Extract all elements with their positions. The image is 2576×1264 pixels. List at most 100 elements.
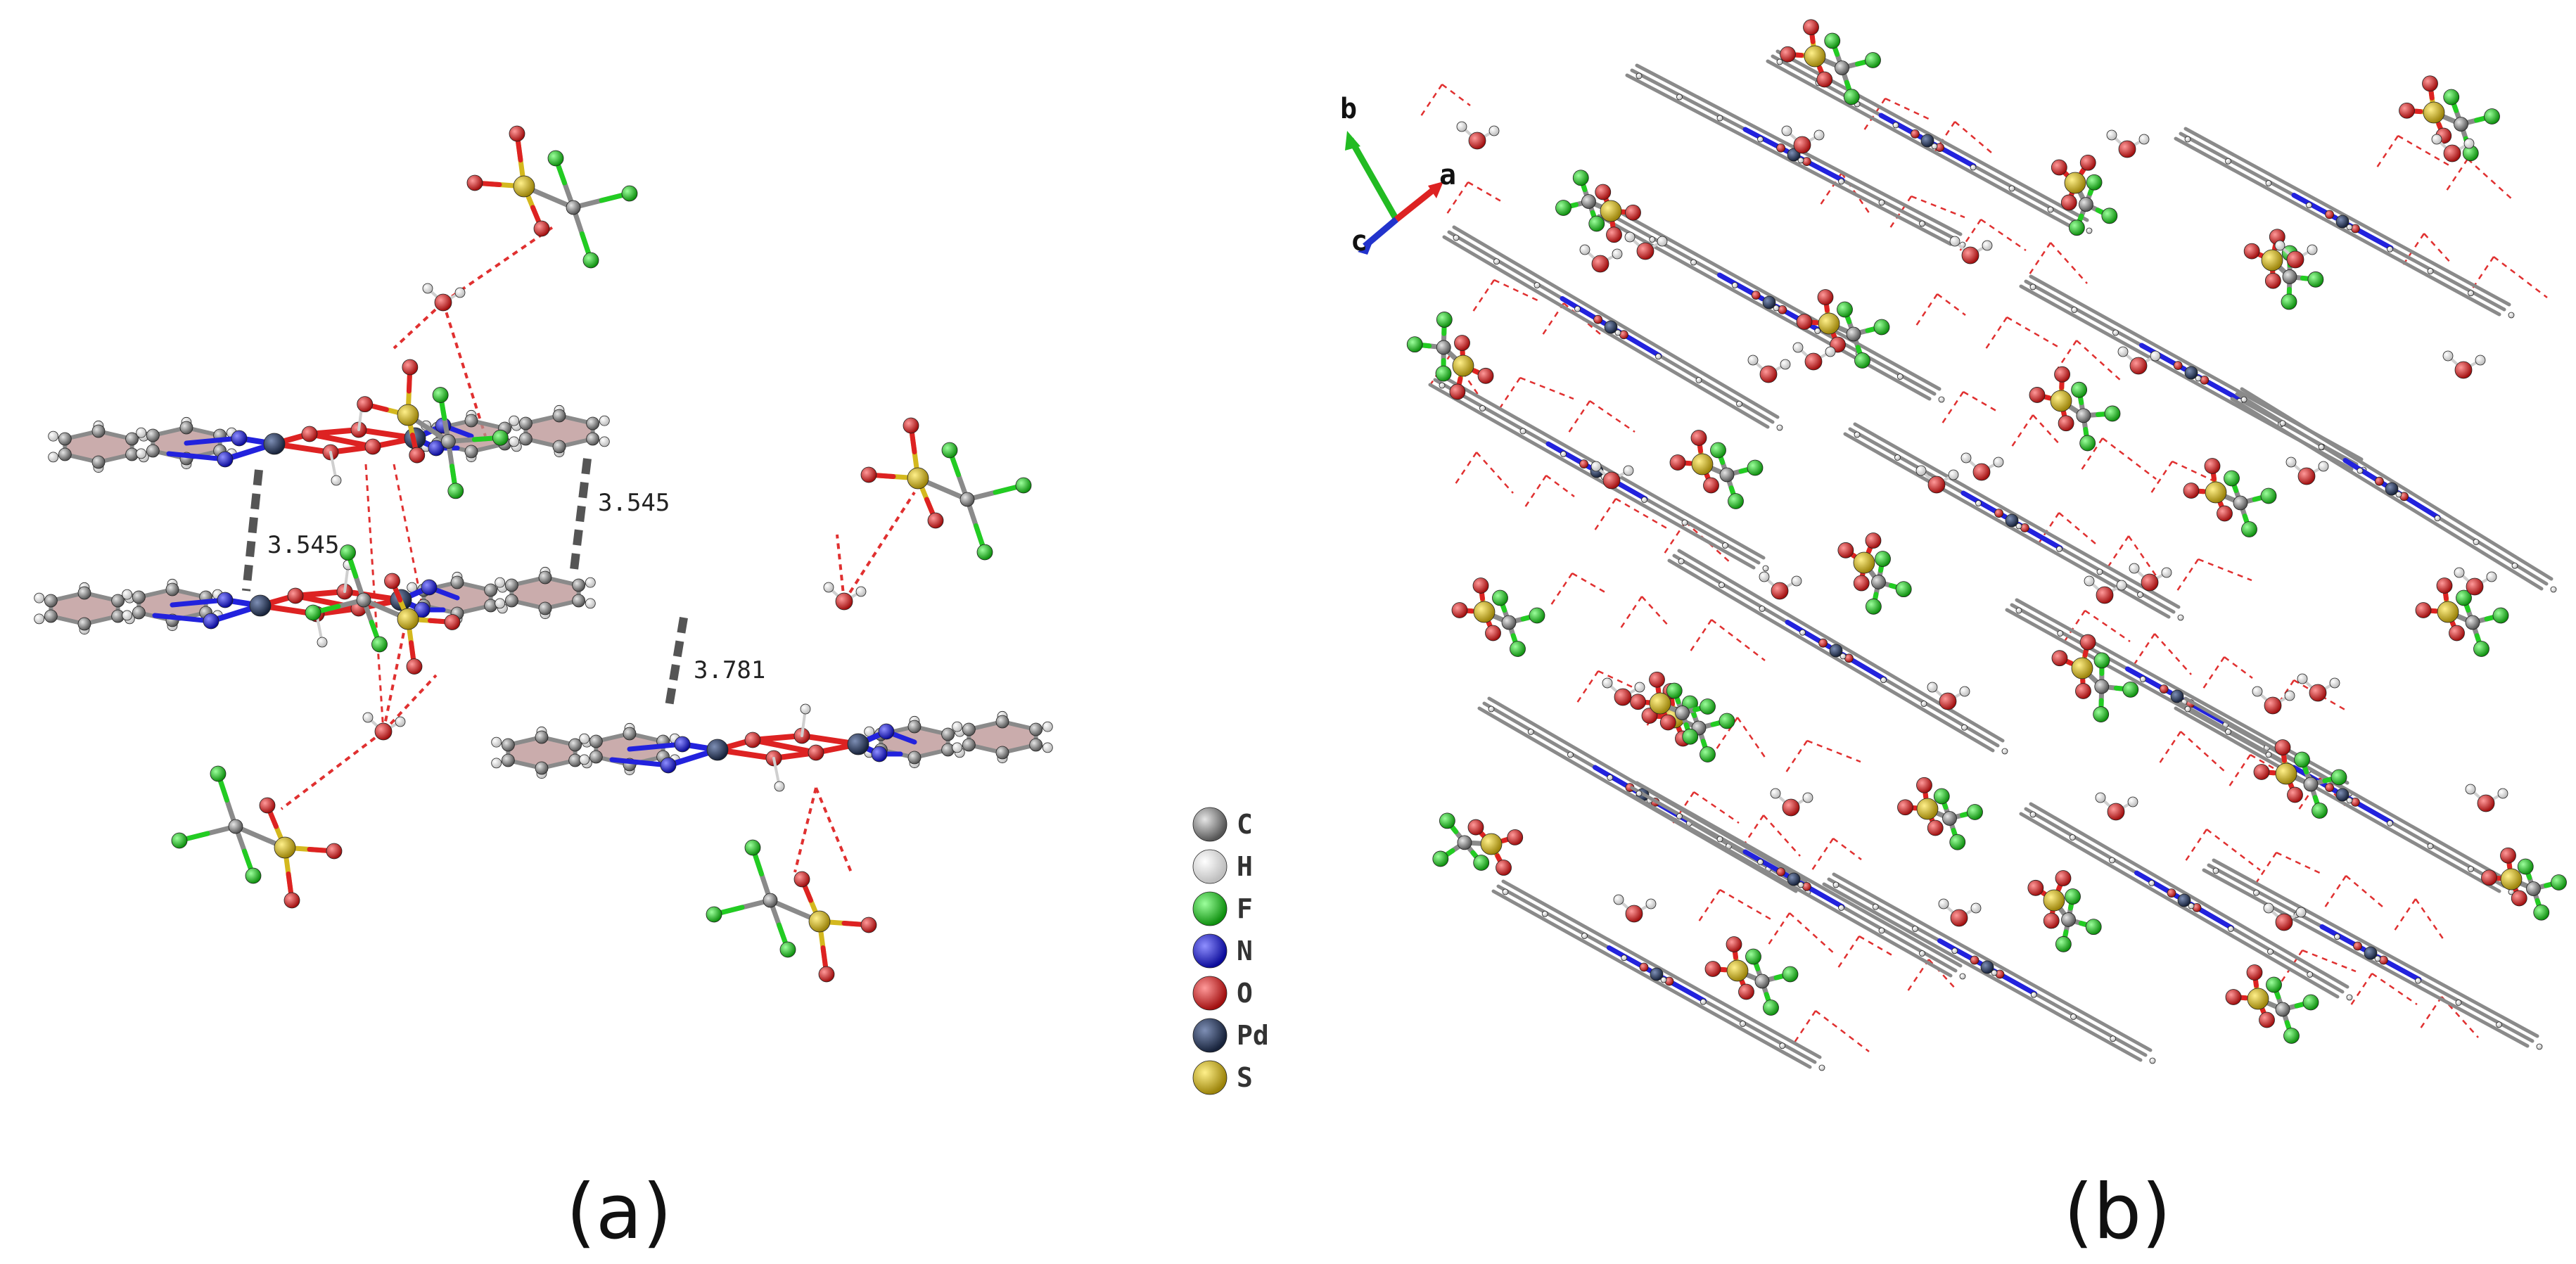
stacking-distance-3: 3.781 bbox=[664, 617, 765, 711]
bond bbox=[1822, 882, 2143, 1062]
o-atom bbox=[1614, 688, 1632, 706]
triflate-anions bbox=[171, 125, 1032, 983]
triflate-anion bbox=[2481, 847, 2567, 921]
h-atom bbox=[1581, 933, 1588, 939]
h-atom bbox=[1678, 558, 1685, 565]
water-molecule bbox=[2129, 563, 2172, 592]
h-atom bbox=[1757, 859, 1764, 865]
c-atom bbox=[356, 592, 371, 608]
h-atom bbox=[1832, 881, 1839, 888]
hydrogen-bond bbox=[2206, 829, 2261, 871]
f-atom bbox=[2517, 858, 2534, 875]
hydrogen-bond bbox=[1454, 452, 1478, 485]
bond bbox=[2019, 812, 2340, 999]
hydrogen-bond bbox=[1928, 959, 1958, 991]
f-atom bbox=[2551, 874, 2567, 890]
hydrogen-bond bbox=[2150, 461, 2174, 494]
o-atom bbox=[1759, 365, 1778, 383]
hydrogen-bond bbox=[382, 611, 409, 732]
h-atom bbox=[1493, 258, 1500, 265]
h-atom bbox=[1747, 355, 1759, 366]
h-atom bbox=[1991, 969, 1998, 976]
bond bbox=[1501, 879, 1822, 1059]
water-molecule bbox=[1590, 461, 1634, 490]
hydrogen-bond bbox=[1715, 717, 1739, 750]
h-atom bbox=[122, 610, 133, 621]
h-atom bbox=[2387, 820, 2393, 826]
h-atom bbox=[2138, 134, 2150, 145]
h-atom bbox=[1624, 231, 1635, 243]
bond bbox=[1625, 73, 1953, 246]
o-atom bbox=[1970, 955, 1979, 965]
h-atom bbox=[2227, 926, 2234, 932]
c-atom bbox=[1436, 340, 1451, 355]
c-atom bbox=[623, 727, 637, 741]
complex-chain bbox=[2019, 802, 2353, 1001]
o-atom bbox=[1602, 471, 1621, 490]
o-atom bbox=[1726, 936, 1742, 952]
hydrogen-bond bbox=[1545, 475, 1575, 497]
f-atom bbox=[1710, 442, 1726, 459]
h-atom bbox=[2497, 788, 2508, 799]
o-atom bbox=[1703, 477, 1719, 494]
packing-hydrogen-bonds bbox=[1420, 84, 2548, 1052]
h-atom bbox=[1776, 58, 1783, 65]
s-atom bbox=[1726, 959, 1749, 982]
o-atom bbox=[301, 426, 318, 442]
hydrogen-bond bbox=[1767, 912, 1791, 945]
h-atom bbox=[2265, 180, 2272, 186]
hydrogen-bond bbox=[1576, 670, 1600, 703]
o-atom bbox=[2297, 467, 2316, 485]
o-atom bbox=[2217, 505, 2233, 522]
o-atom bbox=[1630, 694, 1646, 710]
water-molecule bbox=[2263, 902, 2307, 931]
h-atom bbox=[2307, 244, 2318, 255]
o-atom bbox=[818, 966, 835, 983]
f-atom bbox=[447, 483, 464, 499]
hydrogen-bond bbox=[2323, 875, 2347, 908]
hydrogen-bond bbox=[393, 464, 423, 606]
o-atom bbox=[1950, 909, 1968, 927]
s-atom bbox=[2064, 172, 2086, 194]
s-atom bbox=[2437, 601, 2459, 623]
h-atom bbox=[2057, 630, 2064, 637]
triflate-anion bbox=[1669, 430, 1764, 509]
o-atom bbox=[1477, 367, 1494, 384]
legend-entry-pd: Pd bbox=[1192, 1018, 1269, 1053]
o-atom bbox=[2051, 159, 2067, 176]
hydrogen-bond bbox=[280, 730, 385, 810]
o-atom bbox=[1816, 71, 1833, 88]
o-atom bbox=[2399, 102, 2415, 119]
bond bbox=[1677, 549, 2005, 743]
h-atom bbox=[1635, 72, 1643, 79]
o-atom bbox=[2200, 376, 2210, 385]
h-atom bbox=[2265, 751, 2272, 758]
s-atom bbox=[397, 404, 419, 426]
s-atom bbox=[1473, 601, 1496, 623]
o-atom bbox=[1591, 255, 1609, 273]
water-molecule bbox=[2297, 673, 2340, 702]
o-atom bbox=[1803, 19, 1819, 36]
c-atom bbox=[962, 722, 976, 736]
o-atom bbox=[1625, 905, 1643, 923]
f-atom bbox=[706, 906, 722, 923]
h-atom bbox=[2225, 158, 2231, 165]
f-atom bbox=[1439, 812, 1455, 829]
triflate-anion bbox=[171, 765, 343, 909]
o-atom bbox=[1593, 314, 1603, 324]
h-atom bbox=[1949, 236, 1960, 247]
hydrogen-bond bbox=[1711, 619, 1766, 661]
f-atom bbox=[1406, 336, 1423, 353]
f-atom bbox=[1529, 607, 1545, 624]
c-atom bbox=[1846, 326, 1861, 342]
h-atom bbox=[2473, 539, 2480, 545]
f-atom bbox=[1933, 788, 1950, 805]
f-atom bbox=[2283, 1028, 2300, 1044]
f-atom bbox=[340, 544, 356, 561]
legend-entry-f: F bbox=[1192, 891, 1253, 926]
s-atom bbox=[2261, 249, 2283, 272]
h-atom bbox=[800, 703, 811, 715]
hydrogen-bond bbox=[1428, 354, 1452, 387]
s-atom bbox=[1480, 833, 1503, 855]
h-atom bbox=[1655, 353, 1662, 360]
